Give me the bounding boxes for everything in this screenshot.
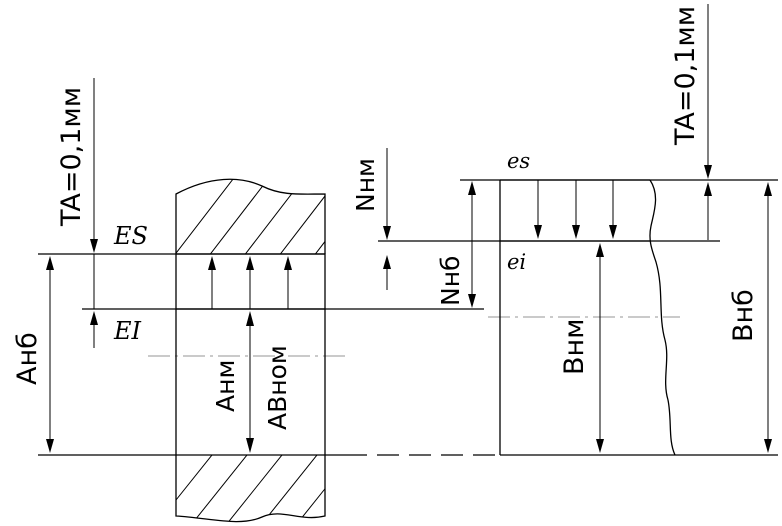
tolerance-left-label: TA=0,1мм xyxy=(56,87,87,227)
hole-bottom-hatch xyxy=(176,455,325,522)
shaft-max-dimension xyxy=(764,182,772,453)
shaft-min-label: Внм xyxy=(559,318,590,375)
shaft-min-dimension xyxy=(596,243,604,453)
upper-deviation-shaft-label: es xyxy=(507,149,530,173)
n-min-label: Nнм xyxy=(351,158,380,212)
hole-nominal-dimension xyxy=(246,311,254,453)
n-max-dimension xyxy=(468,181,476,308)
tolerance-right-dimension xyxy=(704,4,712,240)
hole-zone-arrows xyxy=(208,256,292,309)
lower-deviation-shaft-label: ei xyxy=(507,250,526,274)
upper-deviation-hole-label: ES xyxy=(113,222,148,250)
n-min-dimension xyxy=(383,148,391,290)
shaft-part xyxy=(488,179,680,456)
lower-deviation-hole-label: EI xyxy=(113,317,142,345)
shaft-max-label: Внб xyxy=(728,289,759,342)
hole-bottom-block-outline xyxy=(175,455,326,523)
shaft-zone-arrows xyxy=(534,180,617,239)
tolerance-right-label: TA=0,1мм xyxy=(670,6,701,146)
hole-nominal-label: АВном xyxy=(263,345,292,430)
hole-max-dimension xyxy=(46,256,54,453)
shaft-break-line xyxy=(649,179,676,456)
tolerance-left-dimension xyxy=(90,78,98,348)
hole-max-label: Анб xyxy=(12,332,43,385)
hole-min-label: Анм xyxy=(211,360,240,412)
hole-part xyxy=(148,178,345,523)
hole-top-block-outline xyxy=(175,178,326,254)
n-max-label: Nнб xyxy=(436,256,465,306)
